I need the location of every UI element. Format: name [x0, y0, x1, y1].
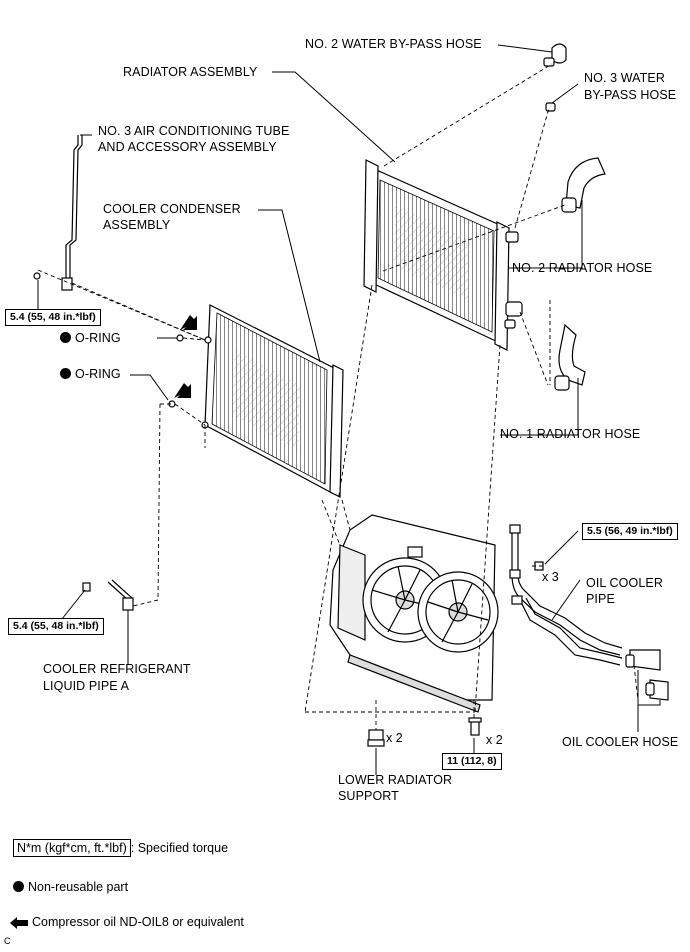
torque-fan-bolt: 11 (112, 8) [442, 753, 502, 770]
fan-shroud-drawing [329, 514, 499, 713]
lower-support-label-line1: LOWER RADIATOR [338, 773, 453, 787]
nonreusable-dot-icon [13, 881, 24, 892]
ac-tube-label-line1: NO. 3 AIR CONDITIONING TUBE [98, 124, 290, 138]
cooler-condenser-drawing [201, 304, 344, 498]
hoses-drawing [543, 43, 669, 701]
oil-cooler-pipe-drawing [509, 524, 623, 666]
torque-liquid-pipe-bolt: 5.4 (55, 48 in.*lbf) [8, 618, 104, 635]
legend-torque-unit: N*m (kgf*cm, ft.*lbf) [13, 839, 131, 857]
radiator-assembly-label: RADIATOR ASSEMBLY [123, 65, 258, 79]
torque-oil-pipe-bolt: 5.5 (56, 49 in.*lbf) [582, 523, 678, 540]
lower-support-label-line2: SUPPORT [338, 789, 399, 803]
nonreusable-dot-icon [60, 332, 71, 343]
legend-nonreusable: Non-reusable part [13, 880, 128, 894]
o-ring-1-label: O-RING [60, 331, 121, 346]
compressor-oil-arrow-icon [10, 917, 28, 929]
figure-code: C [4, 936, 11, 946]
radiator-hose-2-label: NO. 2 RADIATOR HOSE [512, 261, 653, 275]
oil-cooler-hose-label: OIL COOLER HOSE [562, 735, 679, 749]
liquid-pipe-label-line2: LIQUID PIPE A [43, 679, 130, 693]
fan-bolt-quantity: x 2 [486, 733, 503, 747]
liquid-pipe-label-line1: COOLER REFRIGERANT [43, 662, 191, 676]
lower-support-quantity: x 2 [386, 731, 403, 745]
o-ring-2-label: O-RING [60, 367, 121, 382]
radiator-assembly-drawing [363, 159, 523, 351]
ac-tube-drawing [33, 135, 83, 291]
oil-cooler-pipe-label-line1: OIL COOLER [586, 576, 663, 590]
water-bypass-hose-3-label-line2: BY-PASS HOSE [584, 88, 677, 102]
assembly-lines [37, 63, 639, 730]
oil-pipe-bolt-quantity: x 3 [542, 570, 559, 584]
legend-torque: N*m (kgf*cm, ft.*lbf): Specified torque [13, 839, 229, 857]
o-ring-1-text: O-RING [75, 331, 121, 345]
nonreusable-dot-icon [60, 368, 71, 379]
compressor-oil-arrows [174, 315, 197, 398]
water-bypass-hose-2-label: NO. 2 WATER BY-PASS HOSE [305, 37, 482, 51]
o-ring-2-text: O-RING [75, 367, 121, 381]
condenser-label-line1: COOLER CONDENSER [103, 202, 241, 216]
oil-cooler-pipe-label-line2: PIPE [586, 592, 615, 606]
legend-compressor-oil: Compressor oil ND-OIL8 or equivalent [10, 915, 244, 929]
ac-tube-label-line2: AND ACCESSORY ASSEMBLY [98, 140, 277, 154]
radiator-hose-1-label: NO. 1 RADIATOR HOSE [500, 427, 641, 441]
legend-compressor-oil-text: Compressor oil ND-OIL8 or equivalent [32, 915, 244, 929]
water-bypass-hose-3-label-line1: NO. 3 WATER [584, 71, 665, 85]
condenser-label-line2: ASSEMBLY [103, 218, 171, 232]
liquid-pipe-drawing [82, 579, 134, 611]
torque-ac-tube-bolt: 5.4 (55, 48 in.*lbf) [5, 309, 101, 326]
legend-torque-text: : Specified torque [130, 841, 229, 855]
legend-nonreusable-text: Non-reusable part [28, 880, 129, 894]
